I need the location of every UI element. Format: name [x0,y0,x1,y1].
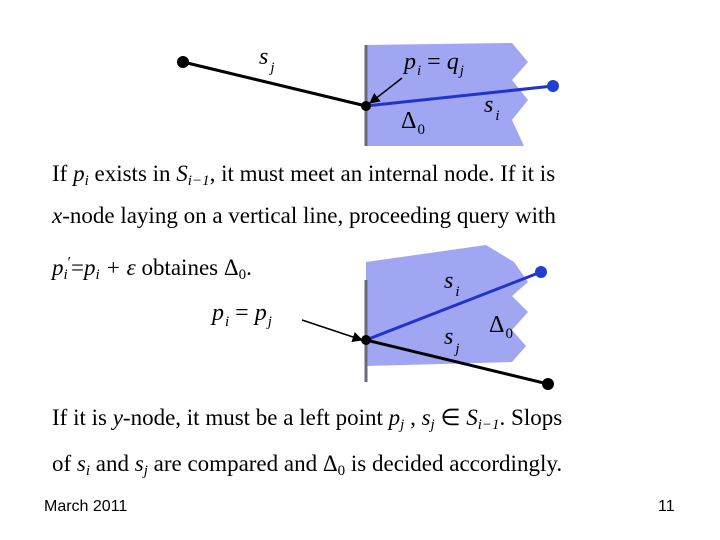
label-pi-equals-pj: pi=pj [210,300,272,330]
paragraph2-line2: of si and sj are compared and Δ0 is deci… [52,451,563,479]
label-delta0-bottom: Δ0 [489,312,513,342]
paragraph1-line3: pi′=pi + ε obtaines Δ0. [52,254,252,283]
endpoint-si-right [547,80,559,92]
endpoint-sj-left [177,56,189,68]
arrow-top [369,77,403,104]
endpoint-sj-bottom [542,378,554,390]
paragraph1-line1: If pi exists in Si−1, it must meet an in… [52,161,556,189]
endpoint-si-bottom [535,266,547,278]
paragraph2-line1: If it is y-node, it must be a left point… [52,405,563,433]
top-trapezoid-region [366,43,528,146]
segment-sj-top [182,60,367,108]
slide-number: 11 [658,498,675,515]
segment-si-bottom [365,270,542,342]
query-point-bottom [361,335,371,345]
segment-sj-bottom [365,338,549,386]
arrow-bottom [301,319,363,342]
bottom-trapezoid-region [366,245,528,366]
paragraph1-line2: x-node laying on a vertical line, procee… [52,203,556,228]
query-point-top [361,101,371,111]
label-pi-equals-qj: pi=qj [402,49,464,79]
label-delta0-top: Δ0 [401,108,425,138]
segment-si-top [365,84,554,108]
footer-date: March 2011 [44,498,128,515]
